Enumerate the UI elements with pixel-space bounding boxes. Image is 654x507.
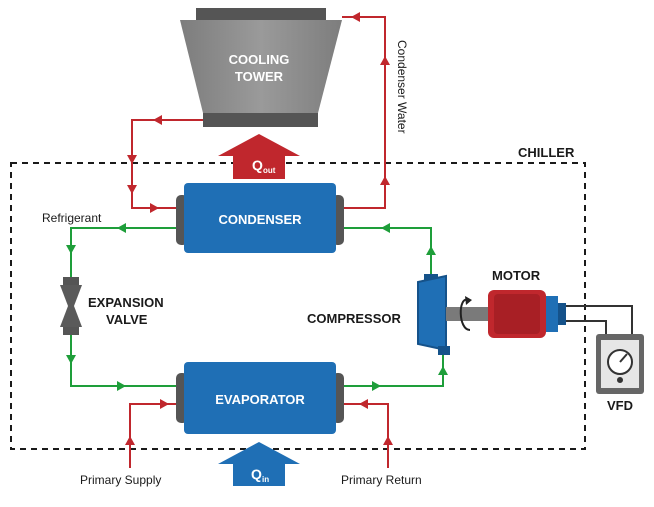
condenser-water-arrows [127,12,390,213]
q-out-sub-label: out [263,166,276,175]
evaporator-label: EVAPORATOR [215,392,305,407]
rotation-arrow-head [465,296,472,305]
condenser-label: CONDENSER [218,212,302,227]
vfd-wires [566,305,633,335]
refrigerant-arrows [66,223,448,391]
q-out-label: Q [252,157,263,173]
q-in-sub-label: in [262,475,269,484]
vfd-gauge-icon [596,334,644,394]
refrigerant-label: Refrigerant [42,211,102,225]
refrigerant-loop [70,227,444,387]
q-in-arrow: Q in [218,442,300,486]
compressor-icon [417,274,450,355]
primary-return-label: Primary Return [341,473,422,487]
motor-shaft [446,307,488,321]
primary-water-arrows [125,399,393,445]
cooling-tower-label-line1: COOLING [229,52,290,67]
expansion-valve-label-line1: EXPANSION [88,295,164,310]
primary-supply-label: Primary Supply [80,473,161,487]
chiller-label: CHILLER [518,145,575,160]
motor-label: MOTOR [492,268,541,283]
cooling-tower-label-line2: TOWER [235,69,284,84]
condenser-water-label: Condenser Water [395,40,409,134]
compressor-label: COMPRESSOR [307,311,402,326]
q-out-arrow: Q out [218,134,300,179]
evaporator: EVAPORATOR [176,362,344,434]
expansion-valve-icon [60,277,82,335]
q-in-label: Q [251,466,262,482]
expansion-valve-label-line2: VALVE [106,312,148,327]
vfd-label: VFD [607,398,633,413]
condenser: CONDENSER [176,183,344,253]
motor-icon [488,290,566,338]
cooling-tower: COOLING TOWER [180,8,342,127]
